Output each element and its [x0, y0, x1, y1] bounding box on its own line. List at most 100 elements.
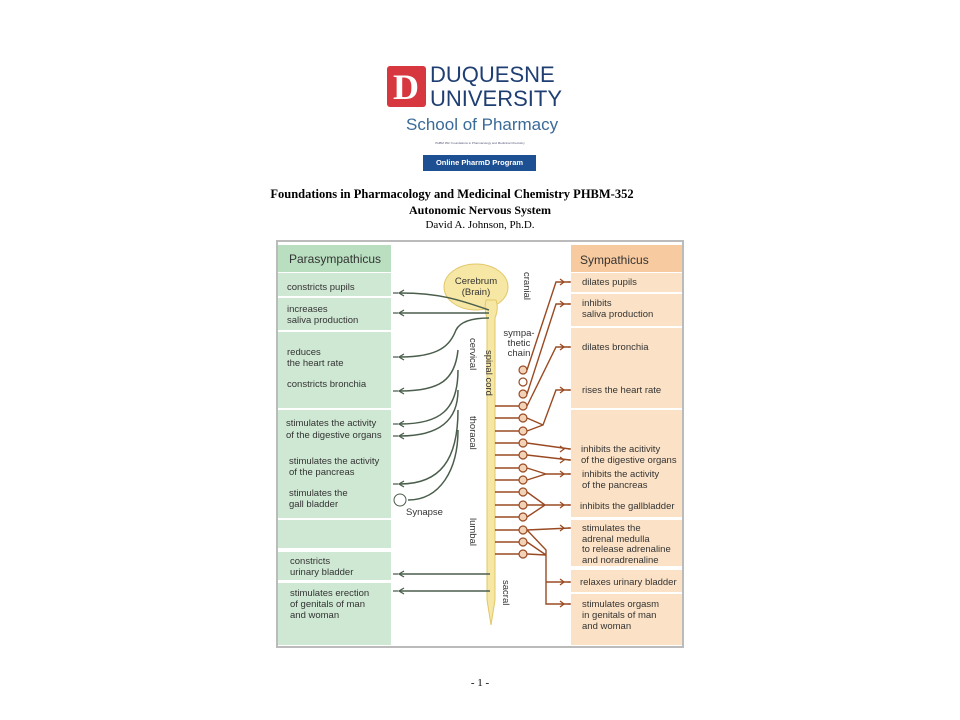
- sympathetic-header-bg: [571, 245, 682, 272]
- program-banner: Online PharmD Program: [423, 155, 536, 171]
- sympathetic-postganglionic-fiber: [526, 467, 570, 481]
- parasympathetic-effect-label: constricts: [290, 556, 330, 567]
- logo-initial: D: [393, 67, 419, 107]
- ganglion-icon: [518, 512, 528, 522]
- parasympathetic-effect-label: stimulates the activity: [286, 418, 377, 429]
- synapse-label: Synapse: [406, 507, 443, 518]
- parasympathetic-effect-label: increases: [287, 304, 328, 315]
- nerve-ending-icon: [393, 587, 405, 595]
- nerve-ending-icon: [559, 578, 571, 586]
- nerve-ending-icon: [393, 309, 405, 317]
- parasympathetic-nerve: [399, 317, 490, 358]
- parasympathetic-effect-label: the heart rate: [287, 358, 344, 369]
- nerve-ending-icon: [393, 480, 405, 488]
- parasympathetic-row: [278, 410, 391, 518]
- sympathetic-effect-label: of the digestive organs: [581, 455, 677, 466]
- parasympathetic-effect-label: stimulates erection: [290, 588, 369, 599]
- parasympathetic-effect-label: urinary bladder: [290, 567, 353, 578]
- sympathetic-row: [571, 294, 682, 326]
- ganglion-icon: [518, 487, 528, 497]
- region-label-cranial: cranial: [521, 272, 532, 300]
- nerve-ending-icon: [393, 353, 405, 361]
- nerve-ending-icon: [559, 343, 571, 351]
- ganglion-icon: [518, 549, 528, 559]
- sympathetic-effect-label: inhibits the activity: [582, 469, 659, 480]
- sympathetic-postganglionic-fiber: [526, 346, 570, 407]
- ganglion-icon: [518, 426, 528, 436]
- sympathetic-effect-label: and noradrenaline: [582, 555, 659, 566]
- sympathetic-effect-label: inhibits the acitivity: [581, 444, 660, 455]
- nerve-ending-icon: [393, 420, 405, 428]
- ganglion-icon: [518, 450, 528, 460]
- sympathetic-effect-label: dilates pupils: [582, 277, 637, 288]
- ganglion-icon: [518, 365, 528, 375]
- sympathetic-effect-label: to release adrenaline: [582, 544, 671, 555]
- logo-school-name: School of Pharmacy: [406, 115, 559, 134]
- ganglion-icon: [518, 401, 528, 411]
- document-author: David A. Johnson, Ph.D.: [425, 219, 535, 231]
- synapse-icon: [393, 493, 407, 507]
- nerve-ending-icon: [393, 432, 405, 440]
- sympathetic-effect-label: adrenal medulla: [582, 534, 650, 545]
- nerve-ending-icon: [559, 278, 571, 286]
- logo-tagline: PHBM 352: Foundations in Pharmacology an…: [435, 141, 525, 145]
- parasympathetic-effect-label: constricts pupils: [287, 282, 355, 293]
- nerve-ending-icon: [393, 387, 405, 395]
- parasympathetic-effect-label: stimulates the: [289, 488, 348, 499]
- parasympathetic-effect-label: saliva production: [287, 315, 358, 326]
- sympathetic-row: [571, 273, 682, 292]
- sympathetic-chain-label: chain: [508, 348, 531, 359]
- parasympathetic-row: [278, 520, 391, 548]
- parasympathetic-row: [278, 332, 391, 408]
- sympathetic-effect-label: of the pancreas: [582, 480, 648, 491]
- ganglion-icon: [518, 413, 528, 423]
- sympathetic-effect-label: rises the heart rate: [582, 385, 661, 396]
- sympathetic-effect-label: and woman: [582, 621, 631, 632]
- parasympathetic-effect-label: reduces: [287, 347, 321, 358]
- sympathetic-header: Sympathicus: [580, 253, 649, 267]
- region-label-sacral: sacral: [500, 580, 511, 605]
- sympathetic-effect-label: in genitals of man: [582, 610, 656, 621]
- brain-shape: [443, 263, 509, 311]
- parasympathetic-effect-label: of the pancreas: [289, 467, 355, 478]
- sympathetic-row: [571, 328, 682, 408]
- parasympathetic-header-bg: [278, 245, 391, 272]
- sympathetic-row: [571, 410, 682, 517]
- brain-label: (Brain): [462, 287, 491, 298]
- logo-wordmark-line2: UNIVERSITY: [430, 86, 563, 111]
- nerve-ending-icon: [559, 470, 571, 478]
- nerve-ending-icon: [559, 386, 571, 394]
- sympathetic-postganglionic-fiber: [526, 529, 570, 605]
- ganglion-icon: [518, 525, 528, 535]
- sympathetic-effect-label: inhibits: [582, 298, 612, 309]
- nerve-ending-icon: [559, 524, 571, 532]
- region-label-thoracal: thoracal: [467, 416, 478, 450]
- sympathetic-chain-label: thetic: [508, 338, 531, 349]
- sympathetic-postganglionic-fiber: [526, 281, 570, 371]
- nerve-ending-icon: [559, 600, 571, 608]
- document-title: Foundations in Pharmacology and Medicina…: [270, 187, 634, 201]
- nerve-ending-icon: [559, 445, 571, 453]
- sympathetic-postganglionic-fiber: [526, 303, 570, 395]
- parasympathetic-row: [278, 583, 391, 645]
- page-number: - 1 -: [470, 677, 490, 689]
- parasympathetic-effect-label: constricts bronchia: [287, 379, 367, 390]
- sympathetic-effect-label: stimulates orgasm: [582, 599, 659, 610]
- sympathetic-effect-label: stimulates the: [582, 523, 641, 534]
- region-label-lumbal: lumbal: [467, 518, 478, 546]
- spinal-cord-label: spinal cord: [483, 350, 494, 396]
- parasympathetic-effect-label: of the digestive organs: [286, 430, 382, 441]
- parasympathetic-nerve: [399, 389, 459, 437]
- parasympathetic-nerve: [399, 369, 459, 425]
- parasympathetic-effect-label: of genitals of man: [290, 599, 365, 610]
- parasympathetic-nerve: [399, 349, 459, 392]
- parasympathetic-effect-label: and woman: [290, 610, 339, 621]
- ganglion-icon: [518, 500, 528, 510]
- parasympathetic-row: [278, 552, 391, 580]
- ganglion-icon: [518, 537, 528, 547]
- ganglion-icon: [518, 389, 528, 399]
- sympathetic-effect-label: inhibits the gallbladder: [580, 501, 675, 512]
- parasympathetic-effect-label: stimulates the activity: [289, 456, 380, 467]
- sympathetic-row: [571, 570, 682, 592]
